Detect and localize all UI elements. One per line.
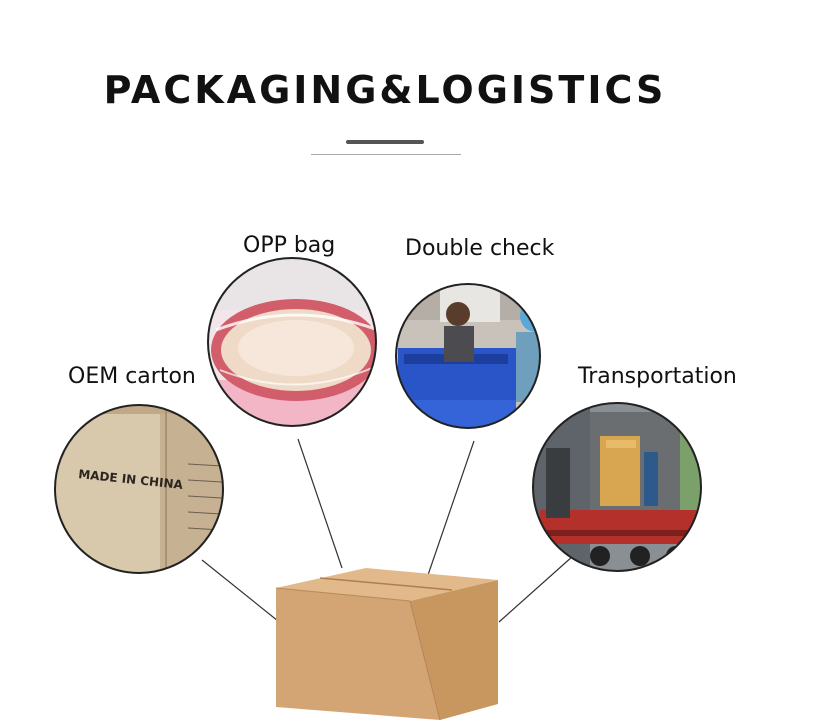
step-label-transportation: Transportation bbox=[578, 364, 737, 389]
transportation-photo bbox=[533, 403, 701, 571]
page-title: PACKAGING&LOGISTICS bbox=[103, 68, 667, 112]
oem-carton-photo: MADE IN CHINA bbox=[55, 405, 223, 573]
double-check-circle bbox=[395, 283, 541, 429]
connector-line-transport bbox=[498, 555, 574, 623]
connector-line-opp bbox=[297, 438, 343, 569]
connector-line-check bbox=[427, 440, 475, 576]
transportation-circle bbox=[532, 402, 702, 572]
connector-line-oem bbox=[201, 559, 279, 622]
step-label-double-check: Double check bbox=[405, 236, 555, 261]
title-divider-line bbox=[311, 154, 461, 155]
title-divider-bar bbox=[346, 140, 424, 144]
double-check-photo bbox=[396, 284, 540, 428]
connector-lines bbox=[201, 438, 574, 623]
opp-bag-circle bbox=[207, 257, 377, 427]
step-label-oem-carton: OEM carton bbox=[68, 364, 196, 389]
step-label-opp-bag: OPP bag bbox=[243, 233, 336, 258]
oem-carton-circle bbox=[54, 404, 224, 574]
kraft-carton-box bbox=[275, 568, 498, 721]
opp-bag-photo bbox=[208, 258, 376, 426]
